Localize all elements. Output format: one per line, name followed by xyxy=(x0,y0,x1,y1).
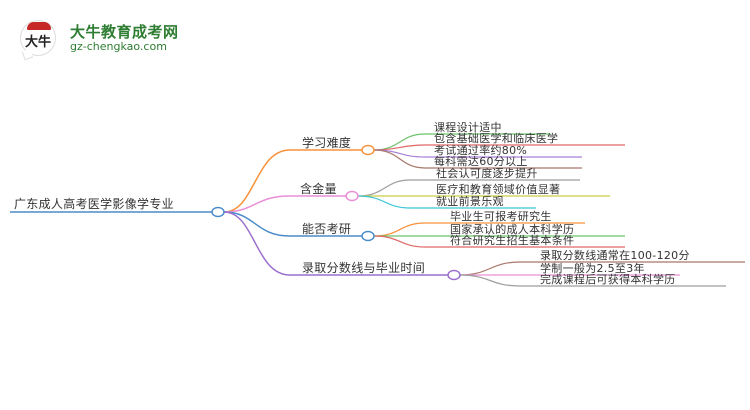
logo-url[interactable]: gz-chengkao.com xyxy=(70,40,167,53)
branch-study-difficulty[interactable]: 学习难度 xyxy=(302,136,352,150)
logo-badge-glyph: 大牛 xyxy=(25,35,52,50)
branch-value[interactable]: 含金量 xyxy=(300,182,337,196)
graduation-cap-icon xyxy=(27,22,51,30)
leaf-node[interactable]: 毕业生可报考研究生 xyxy=(450,210,552,223)
leaf-node[interactable]: 就业前景乐观 xyxy=(436,195,504,208)
leaf-node[interactable]: 符合研究生招生基本条件 xyxy=(450,234,575,247)
branch-admission-graduation[interactable]: 录取分数线与毕业时间 xyxy=(302,261,426,275)
leaf-node[interactable]: 录取分数线通常在100-120分 xyxy=(540,249,690,262)
leaf-node[interactable]: 包含基础医学和临床医学 xyxy=(434,132,559,145)
leaf-node[interactable]: 课程设计适中 xyxy=(434,121,502,134)
leaf-node[interactable]: 医疗和教育领域价值显著 xyxy=(436,183,561,196)
leaf-node[interactable]: 国家承认的成人本科学历 xyxy=(450,223,575,236)
leaf-node[interactable]: 考试通过率约80% xyxy=(434,144,528,157)
branch-postgrad[interactable]: 能否考研 xyxy=(302,222,352,236)
site-logo[interactable]: 大牛 大牛教育成考网 gz-chengkao.com xyxy=(14,18,204,61)
logo-badge-icon: 大牛 xyxy=(20,20,56,61)
logo-title: 大牛教育成考网 xyxy=(70,23,179,41)
root-node[interactable]: 广东成人高考医学影像学专业 xyxy=(14,197,174,211)
leaf-node[interactable]: 学制一般为2.5至3年 xyxy=(540,262,645,275)
leaf-node[interactable]: 完成课程后可获得本科学历 xyxy=(540,273,676,286)
leaf-node[interactable]: 每科需达60分以上 xyxy=(434,155,528,168)
leaf-node[interactable]: 社会认可度逐步提升 xyxy=(436,167,538,180)
